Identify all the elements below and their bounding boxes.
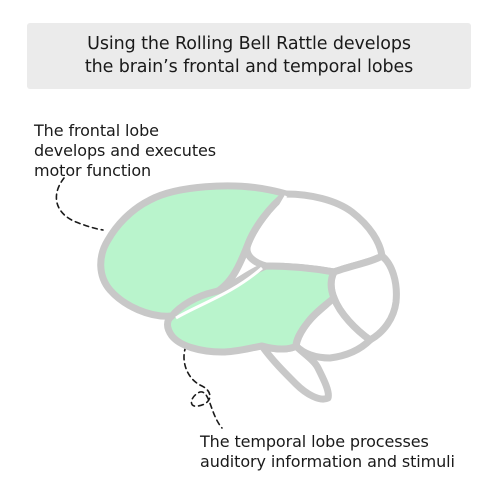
- frontal-note-line-3: motor function: [34, 161, 152, 180]
- temporal-leader-line: [183, 345, 223, 429]
- title-line-1: Using the Rolling Bell Rattle develops: [87, 34, 411, 54]
- title-line-2: the brain’s frontal and temporal lobes: [84, 57, 414, 77]
- lateral-sulcus: [175, 266, 263, 320]
- central-sulcus: [250, 195, 288, 253]
- frontal-note-line-2: develops and executes: [34, 141, 216, 160]
- temporal-note-line-2: auditory information and stimuli: [200, 452, 455, 471]
- brain-outline: [97, 182, 400, 403]
- temporal-note-line-1: The temporal lobe processes: [200, 432, 429, 451]
- temporal-lobe-note: The temporal lobe processes auditory inf…: [200, 432, 455, 472]
- frontal-leader-line: [55, 177, 104, 231]
- frontal-lobe-note: The frontal lobe develops and executes m…: [34, 121, 216, 181]
- frontal-note-line-1: The frontal lobe: [34, 121, 159, 140]
- temporal-lobe: [164, 262, 338, 356]
- title-banner: Using the Rolling Bell Rattle develops t…: [27, 23, 471, 89]
